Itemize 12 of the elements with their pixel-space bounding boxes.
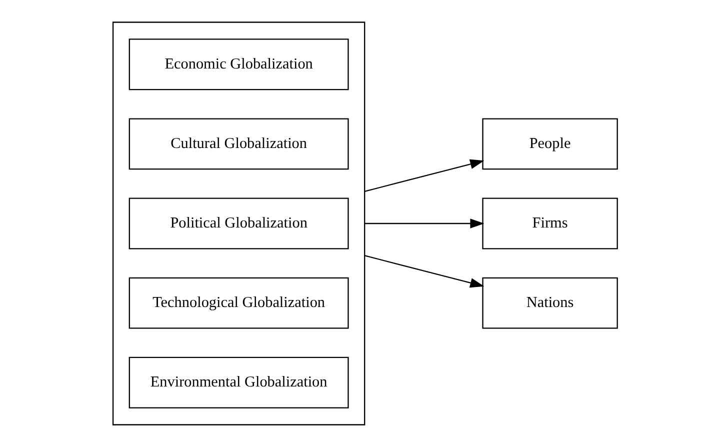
cluster	[112, 22, 365, 426]
node-box: Political Globalization	[128, 198, 348, 250]
node-box: People	[482, 118, 618, 170]
arrow	[364, 159, 484, 192]
node-box: Nations	[482, 277, 618, 329]
node-box: Firms	[482, 198, 618, 250]
arrow	[364, 218, 484, 228]
node-box: Technological Globalization	[128, 277, 348, 329]
arrow	[364, 255, 484, 288]
node-box: Cultural Globalization	[128, 118, 348, 170]
node-box: Economic Globalization	[128, 38, 348, 90]
node-box: Environmental Globalization	[128, 356, 348, 408]
